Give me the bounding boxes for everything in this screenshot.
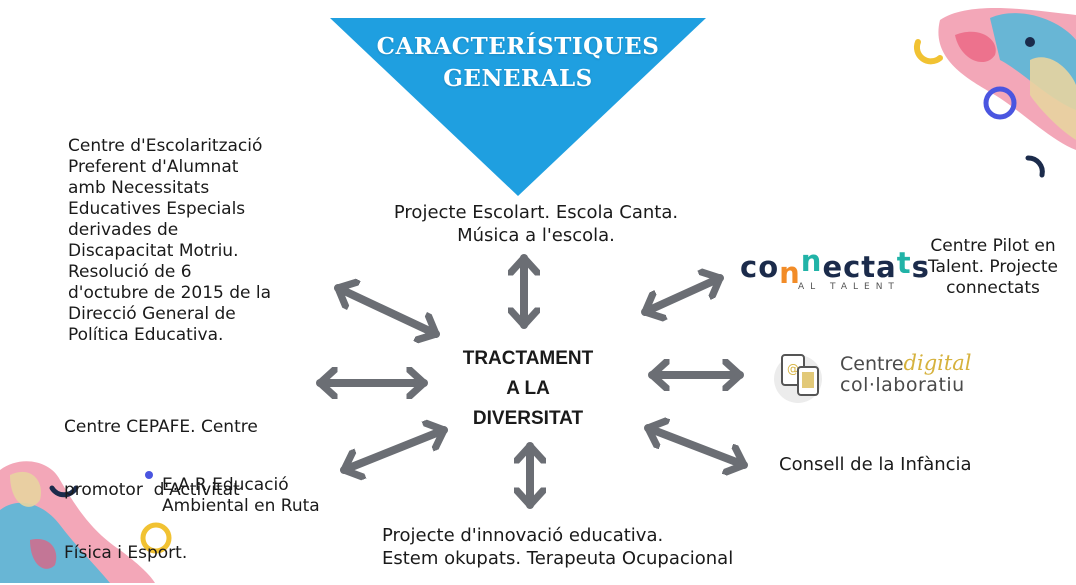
- innovacio-line-2: Estem okupats. Terapeuta Ocupacional: [382, 548, 734, 569]
- ring-yellow-icon: [140, 522, 172, 554]
- infancia-label: Consell de la Infància: [779, 454, 972, 475]
- arc-yellow-icon: [913, 39, 943, 65]
- logo-word-digital: digital: [903, 351, 972, 375]
- ceepsir-line: Centre d'Escolarització: [68, 136, 263, 156]
- cepafe-line-3: Física i Esport.: [64, 543, 188, 563]
- logo-letter-n-teal: n: [800, 244, 823, 278]
- arrow-left-bottom: [340, 430, 448, 470]
- title-triangle: [330, 18, 706, 196]
- pilot-line-2: Talent. Projecte: [927, 257, 1059, 277]
- ear-line-1: E.A.R Educació: [162, 475, 289, 495]
- ceepsir-line: Direcció General de: [68, 304, 236, 324]
- logo-word-centre: Centre: [840, 353, 904, 375]
- logo-text: co: [740, 250, 780, 284]
- item-escolart: Projecte Escolart. Escola Canta. Música …: [380, 201, 692, 247]
- item-cepafe: Centre CEPAFE. Centre promotor d'Activit…: [64, 375, 304, 585]
- connectats-logo: connectats AL TALENT: [740, 244, 929, 300]
- item-ceepsir: Centre d'Escolarització Preferent d'Alum…: [68, 136, 280, 346]
- arc-navy-icon: [49, 485, 79, 498]
- item-centre-pilot: Centre Pilot en Talent. Projecte connect…: [918, 236, 1068, 299]
- item-consell-infancia: Consell de la Infància: [779, 454, 999, 475]
- dot-icon: [145, 471, 153, 479]
- ceepsir-line: Preferent d'Alumnat: [68, 157, 239, 177]
- escolart-line-1: Projecte Escolart. Escola Canta.: [393, 202, 679, 223]
- ceepsir-line: Discapacitat Motriu.: [68, 241, 239, 261]
- pilot-line-1: Centre Pilot en: [930, 236, 1056, 256]
- ring-blue-icon: [983, 86, 1017, 120]
- logo-word-collaboratiu: col·laboratiu: [840, 374, 965, 396]
- dot-icon: [1025, 37, 1035, 47]
- center-line-2: A LA: [506, 378, 550, 399]
- center-label: TRACTAMENT A LA DIVERSITAT: [448, 344, 608, 434]
- center-line-3: DIVERSITAT: [472, 408, 584, 429]
- logo-letter-n-orange: n: [779, 256, 801, 290]
- logo-letter-t-teal: t: [896, 246, 912, 280]
- centre-digital-logo: @ Centredigital col·laboratiu: [772, 345, 992, 405]
- ceepsir-line: amb Necessitats: [68, 178, 210, 198]
- arrow-left-top: [334, 288, 440, 334]
- svg-text:@: @: [787, 362, 799, 376]
- device-icon: @: [774, 354, 822, 403]
- cepafe-line-2: promotor d'Activitat: [64, 480, 240, 500]
- escolart-line-2: Música a l'escola.: [457, 225, 615, 246]
- logo-text: s: [911, 250, 930, 284]
- ceepsir-line: derivades de: [68, 220, 179, 240]
- title-line-1: CARACTERÍSTIQUES: [376, 33, 660, 60]
- decor-top-right: [913, 8, 1076, 178]
- logo-text: ecta: [822, 250, 897, 284]
- arrow-right-top: [641, 278, 724, 312]
- innovacio-line-1: Projecte d'innovació educativa.: [382, 525, 664, 546]
- item-innovacio: Projecte d'innovació educativa. Estem ok…: [382, 524, 762, 570]
- arrow-right-bottom: [644, 428, 748, 465]
- title-line-2: GENERALS: [443, 65, 593, 92]
- center-line-1: TRACTAMENT: [462, 348, 594, 369]
- page-title: CARACTERÍSTIQUES GENERALS: [330, 31, 706, 95]
- pilot-line-3: connectats: [946, 278, 1040, 298]
- ceepsir-line: Política Educativa.: [68, 325, 224, 345]
- ceepsir-line: d'octubre de 2015 de la: [68, 283, 272, 303]
- ceepsir-line: Resolució de 6: [68, 262, 192, 282]
- arc-navy-icon: [1025, 155, 1045, 178]
- ceepsir-line: Educatives Especials: [68, 199, 246, 219]
- decor-bottom-left: [0, 461, 172, 583]
- logo-subtitle: AL TALENT: [798, 282, 900, 292]
- ear-line-2: Ambiental en Ruta: [162, 496, 320, 516]
- cepafe-line-1: Centre CEPAFE. Centre: [64, 417, 258, 437]
- item-ear: E.A.R Educació Ambiental en Ruta: [162, 475, 342, 517]
